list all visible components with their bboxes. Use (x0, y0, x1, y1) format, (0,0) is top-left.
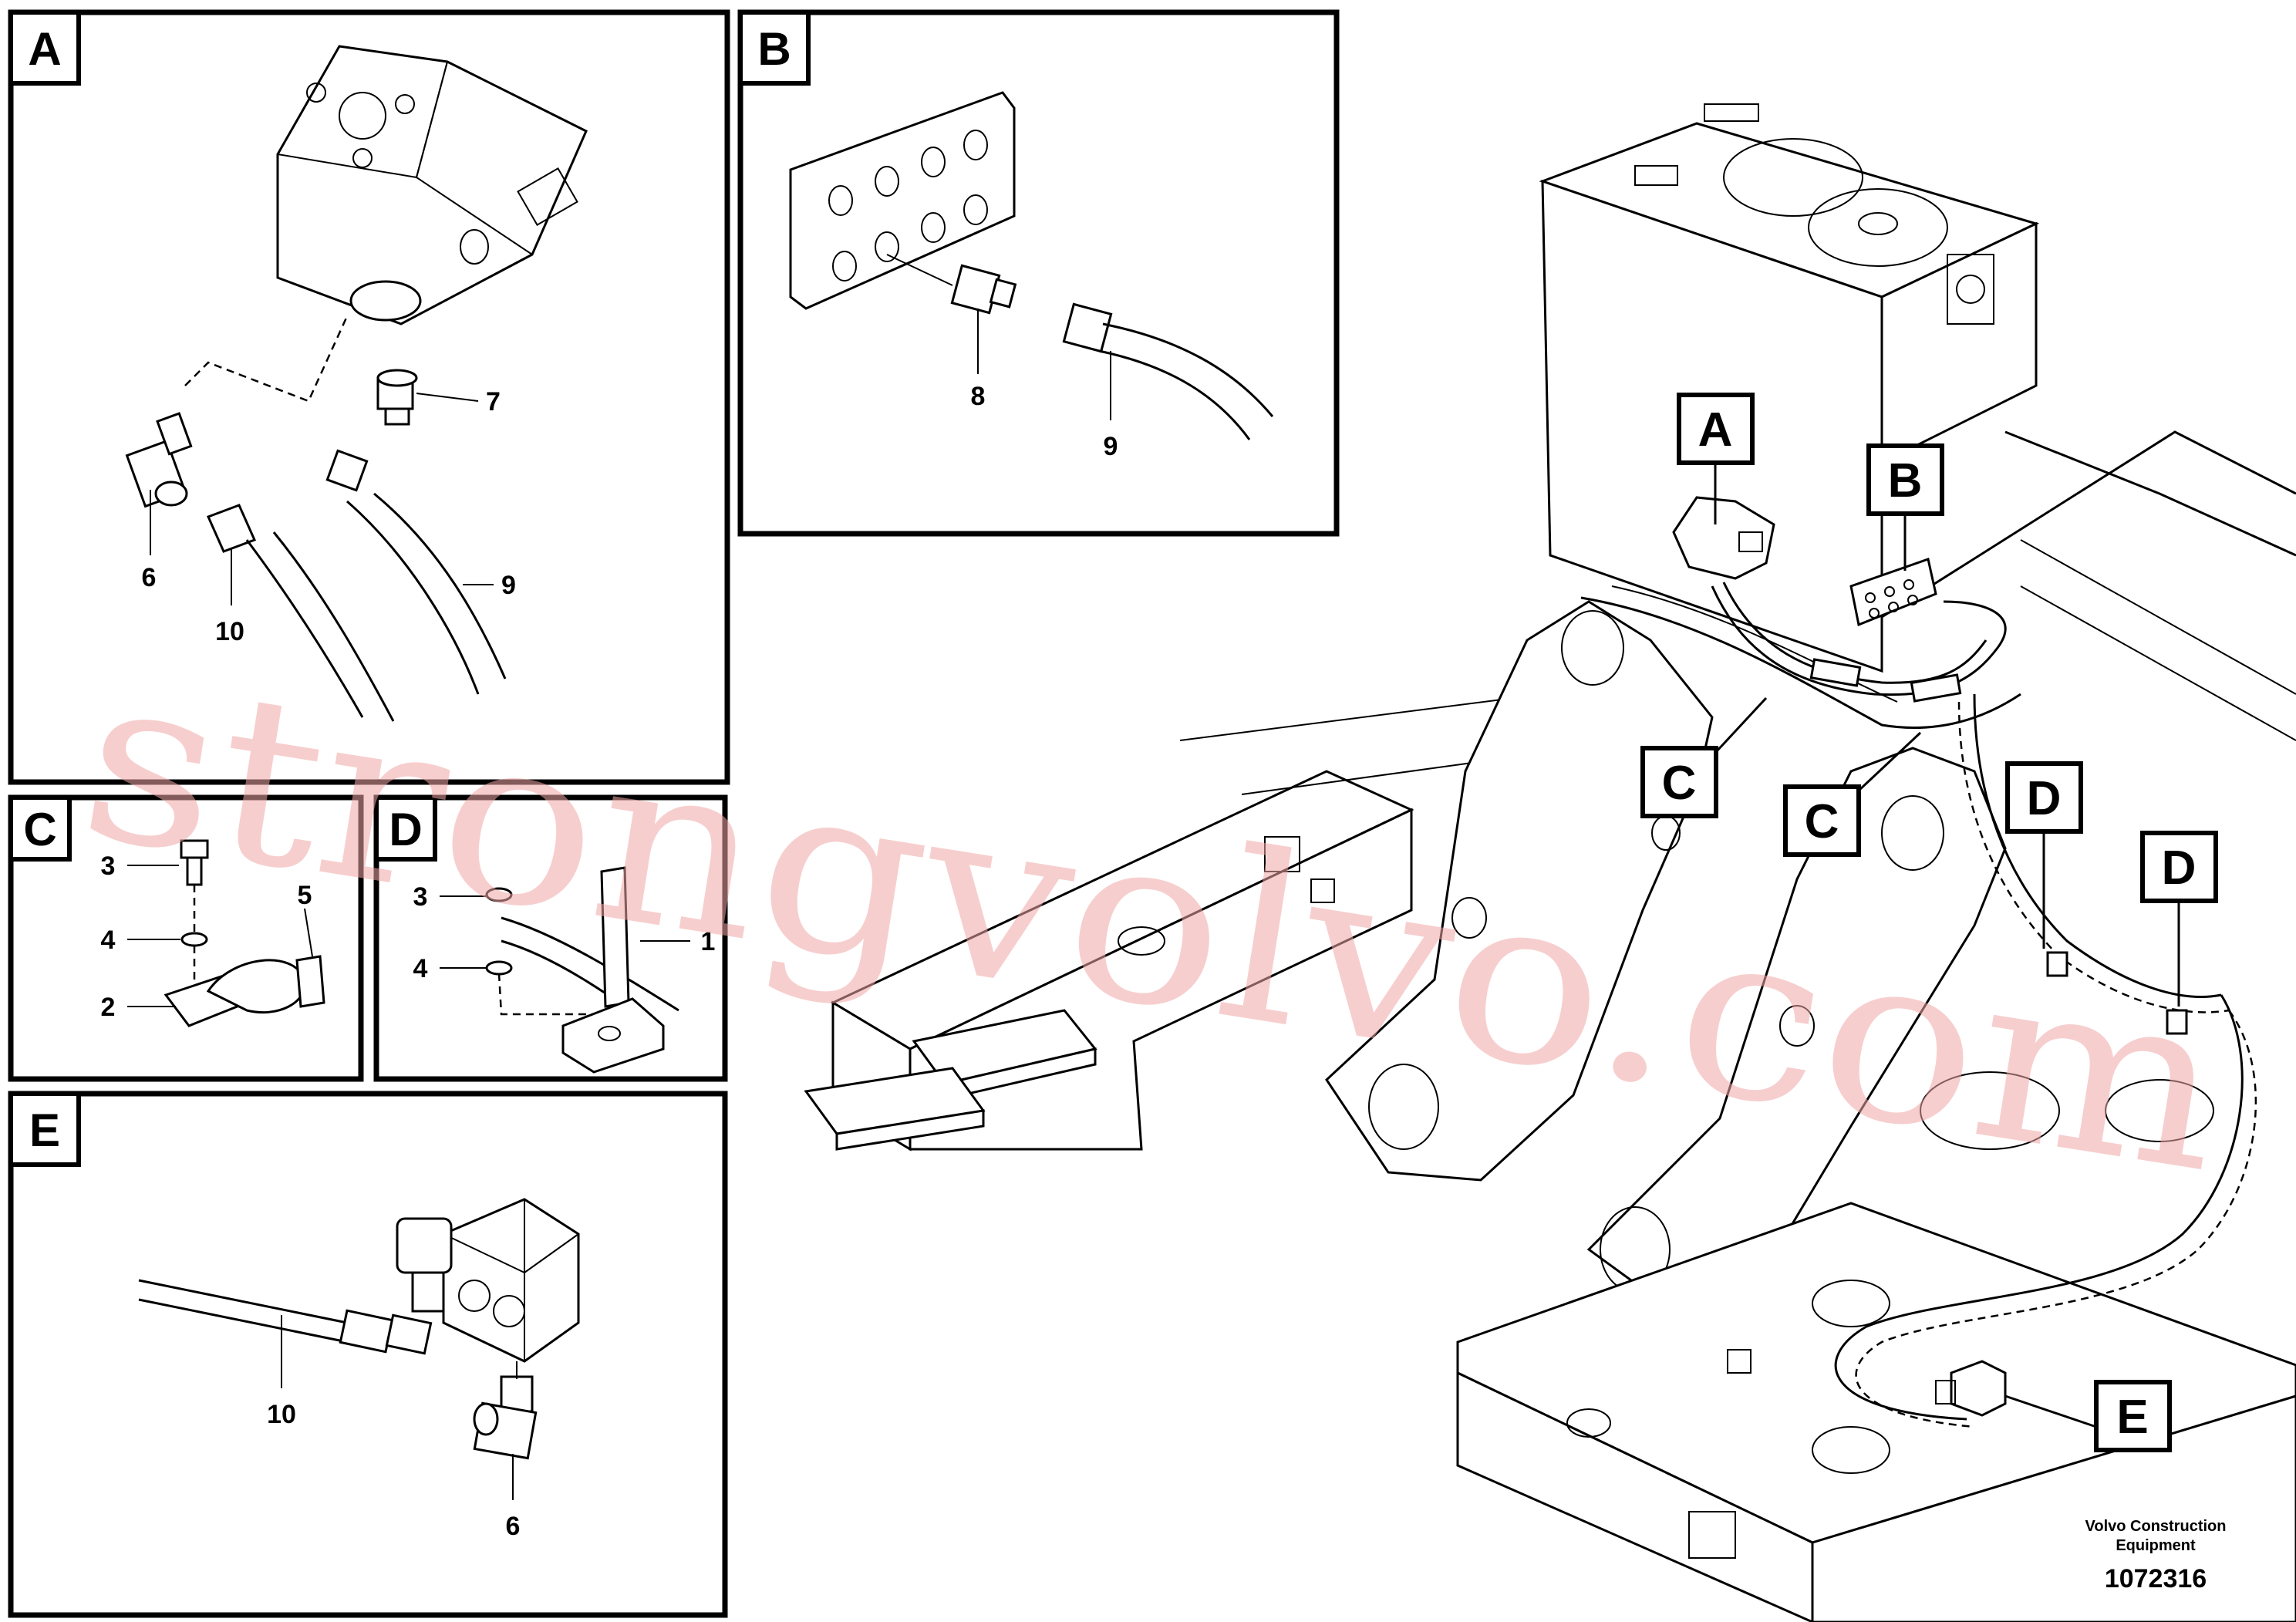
step-lower (804, 1067, 986, 1151)
crossmember (1580, 596, 2021, 730)
panel-e-letter: E (29, 1104, 60, 1156)
panel-e-label-6: 6 (506, 1512, 521, 1541)
panel-d-letter-box (374, 795, 437, 862)
panel-b: B 8 9 (737, 9, 1340, 537)
brand-line-1: Volvo Construction (2085, 1518, 2227, 1535)
drawing-number: 1072316 (2105, 1564, 2207, 1593)
panel-b-letter-box (738, 10, 811, 86)
panel-a-letter-box (8, 10, 81, 86)
panel-b-letter: B (757, 23, 791, 75)
panel-d-bracket (561, 866, 665, 1074)
callout-c1-box (1640, 746, 1718, 818)
panel-a-valve (276, 45, 588, 325)
callout-c1-letter: C (1662, 757, 1697, 810)
watermark: strongvolvo.com (66, 621, 2241, 1225)
main-assembly: A B C C D D E (804, 103, 2296, 1622)
panel-d-label-3: 3 (413, 882, 428, 912)
main-plate-b (1849, 558, 1937, 627)
panel-c-clamp (164, 955, 325, 1027)
panel-b-plate (789, 91, 1016, 310)
callout-c2-leader (1857, 731, 1922, 792)
panel-c-bolt (180, 839, 209, 886)
panel-c-washer (180, 932, 208, 947)
callout-a-letter: A (1698, 403, 1733, 457)
panel-e: E 10 6 (8, 1091, 728, 1618)
callout-e-leader (2004, 1394, 2097, 1428)
callout-d1-box (2005, 761, 2083, 834)
panel-c: C 3 4 2 5 (8, 794, 364, 1082)
panel-c-letter-box (8, 795, 72, 862)
panel-a-label-10: 10 (215, 617, 244, 646)
left-platform (804, 678, 1667, 1152)
frame-rails (1881, 430, 2296, 741)
panel-a-hose-9 (325, 449, 507, 695)
panel-a-fitting-6 (125, 412, 193, 508)
panel-c-label-5: 5 (298, 881, 312, 910)
panel-a: A (8, 9, 730, 785)
panel-d-label-4: 4 (413, 954, 428, 983)
panel-b-label-8: 8 (971, 382, 986, 411)
panel-e-letter-box (8, 1091, 81, 1167)
panel-e-solenoid-valve (396, 1198, 580, 1363)
panel-b-label-9: 9 (1104, 432, 1118, 461)
callout-e-box (2094, 1380, 2172, 1452)
panel-b-hose-9 (1062, 302, 1274, 440)
main-clamps-d (2046, 951, 2188, 1035)
callout-b-letter: B (1888, 454, 1923, 508)
swing-ring (1920, 1071, 2060, 1150)
footer: Volvo Construction Equipment 1072316 (2085, 1518, 2227, 1593)
callout-d2-letter: D (2162, 841, 2197, 895)
panel-c-label-2: 2 (101, 993, 116, 1022)
boom-bracket-left (1325, 600, 1714, 1182)
panel-e-fitting-6 (473, 1375, 538, 1460)
callout-d1-letter: D (2027, 772, 2062, 825)
callout-d2-box (2140, 831, 2218, 903)
callout-c2-letter: C (1805, 795, 1839, 848)
callout-b-box (1866, 443, 1944, 516)
callout-e-letter: E (2116, 1391, 2148, 1444)
panel-c-letter: C (23, 804, 56, 855)
hydraulic-tank (1539, 103, 2040, 673)
callout-a-box (1677, 393, 1755, 465)
callout-c2-box (1783, 784, 1861, 857)
panel-c-label-3: 3 (101, 851, 116, 881)
brand-line-2: Equipment (2116, 1537, 2196, 1554)
panel-a-label-9: 9 (501, 571, 516, 600)
panel-e-hose-10 (138, 1279, 433, 1355)
panel-a-label-7: 7 (486, 387, 501, 416)
main-solenoid-e (1935, 1360, 2007, 1417)
panel-e-label-10: 10 (267, 1400, 296, 1429)
main-valve-a (1672, 496, 1775, 580)
panel-c-label-4: 4 (101, 926, 116, 955)
callout-c1-leader (1714, 696, 1768, 754)
panel-a-letter: A (28, 23, 61, 75)
panel-b-fitting-8 (950, 264, 1017, 315)
panel-a-fitting-7 (376, 369, 479, 426)
panel-a-hose-10 (206, 504, 395, 722)
panel-d-label-1: 1 (701, 927, 716, 956)
front-box (1456, 1202, 2296, 1622)
main-hose-run (1711, 582, 2257, 1428)
panel-a-label-6: 6 (142, 563, 157, 592)
panel-d: D 3 4 1 (373, 794, 728, 1082)
panel-d-letter: D (389, 804, 422, 855)
